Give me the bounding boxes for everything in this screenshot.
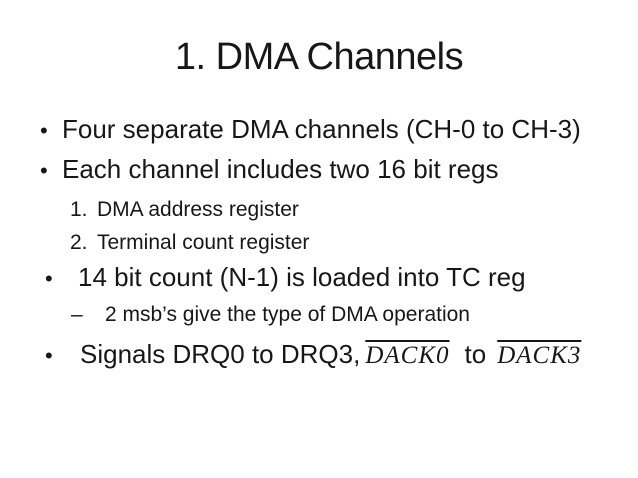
dash-item-1: – 2 msb’s give the type of DMA operation bbox=[71, 302, 470, 327]
bullet-text: Each channel includes two 16 bit regs bbox=[62, 154, 499, 184]
numbered-text: DMA address register bbox=[97, 198, 299, 221]
bullet-text: Four separate DMA channels (CH-0 to CH-3… bbox=[62, 114, 581, 144]
number-marker: 2. bbox=[70, 231, 88, 254]
number-marker: 1. bbox=[70, 198, 88, 221]
numbered-text: Terminal count register bbox=[97, 231, 310, 254]
dash-marker: – bbox=[71, 303, 83, 326]
dack3-overlined-signal: DACK3 bbox=[497, 342, 582, 369]
numbered-item-1: 1. DMA address register bbox=[70, 197, 299, 222]
dack0-overlined-signal: DACK0 bbox=[365, 342, 450, 369]
bullet-item-3: • 14 bit count (N-1) is loaded into TC r… bbox=[45, 262, 526, 293]
bullet-marker: • bbox=[40, 118, 48, 143]
connector-text: to bbox=[464, 339, 487, 369]
bullet-text: 14 bit count (N-1) is loaded into TC reg bbox=[78, 262, 526, 292]
slide-title: 1. DMA Channels bbox=[174, 36, 464, 78]
bullet-marker: • bbox=[40, 158, 48, 183]
bullet-item-2: • Each channel includes two 16 bit regs bbox=[40, 154, 499, 185]
bullet-item-4: • Signals DRQ0 to DRQ3, DACK0 to DACK3 bbox=[45, 339, 581, 371]
dash-text: 2 msb’s give the type of DMA operation bbox=[105, 303, 470, 326]
bullet-item-1: • Four separate DMA channels (CH-0 to CH… bbox=[40, 114, 581, 145]
bullet-marker: • bbox=[45, 266, 53, 291]
numbered-item-2: 2. Terminal count register bbox=[70, 230, 309, 255]
bullet-marker: • bbox=[45, 343, 53, 368]
bullet-text: Signals DRQ0 to DRQ3, bbox=[80, 339, 361, 369]
